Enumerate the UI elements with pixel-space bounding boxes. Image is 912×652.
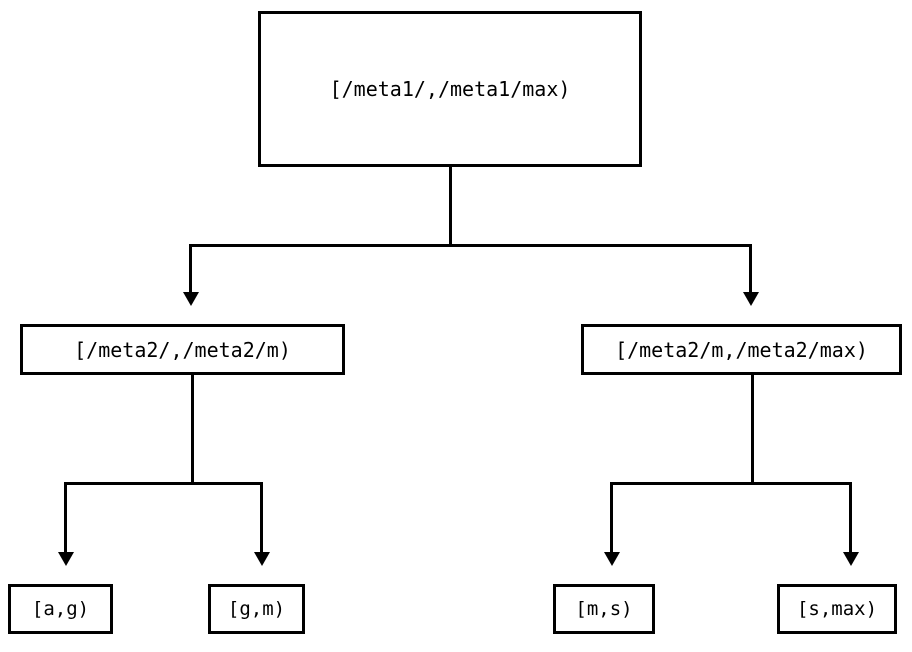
edge-mid-left-to-leaf-1-drop	[64, 482, 67, 554]
node-leaf-a-g[interactable]: [a,g)	[8, 584, 113, 634]
node-leaf-m-s[interactable]: [m,s)	[553, 584, 655, 634]
edge-mid-right-to-leaf-3-arrow	[604, 552, 620, 566]
edge-mid-right-to-leaf-4-drop	[849, 482, 852, 554]
edge-mid-left-stem	[191, 375, 194, 485]
node-mid-left-label: [/meta2/,/meta2/m)	[74, 337, 291, 362]
node-mid-left[interactable]: [/meta2/,/meta2/m)	[20, 324, 345, 375]
node-leaf-g-m-label: [g,m)	[227, 597, 286, 620]
edge-mid-right-to-leaf-4-arrow	[843, 552, 859, 566]
node-leaf-a-g-label: [a,g)	[31, 597, 90, 620]
edge-mid-left-to-leaf-2-drop	[260, 482, 263, 554]
edge-mid-right-stem	[751, 375, 754, 485]
edge-root-to-mid-right-drop	[749, 244, 752, 294]
node-leaf-s-max-label: [s,max)	[796, 597, 878, 620]
edge-mid-right-to-leaf-3-drop	[610, 482, 613, 554]
edge-mid-left-bar	[64, 482, 263, 485]
edge-mid-left-to-leaf-2-arrow	[254, 552, 270, 566]
edge-root-stem	[449, 167, 452, 247]
edge-mid-left-to-leaf-1-arrow	[58, 552, 74, 566]
node-root-label: [/meta1/,/meta1/max)	[329, 77, 571, 101]
node-mid-right-label: [/meta2/m,/meta2/max)	[615, 337, 868, 362]
edge-root-to-mid-left-arrow	[183, 292, 199, 306]
edge-root-to-mid-right-arrow	[743, 292, 759, 306]
node-leaf-g-m[interactable]: [g,m)	[208, 584, 305, 634]
edge-root-bar	[189, 244, 752, 247]
edge-mid-right-bar	[610, 482, 852, 485]
edge-root-to-mid-left-drop	[189, 244, 192, 294]
node-root[interactable]: [/meta1/,/meta1/max)	[258, 11, 642, 167]
node-leaf-s-max[interactable]: [s,max)	[777, 584, 897, 634]
node-leaf-m-s-label: [m,s)	[575, 597, 633, 620]
node-mid-right[interactable]: [/meta2/m,/meta2/max)	[581, 324, 902, 375]
